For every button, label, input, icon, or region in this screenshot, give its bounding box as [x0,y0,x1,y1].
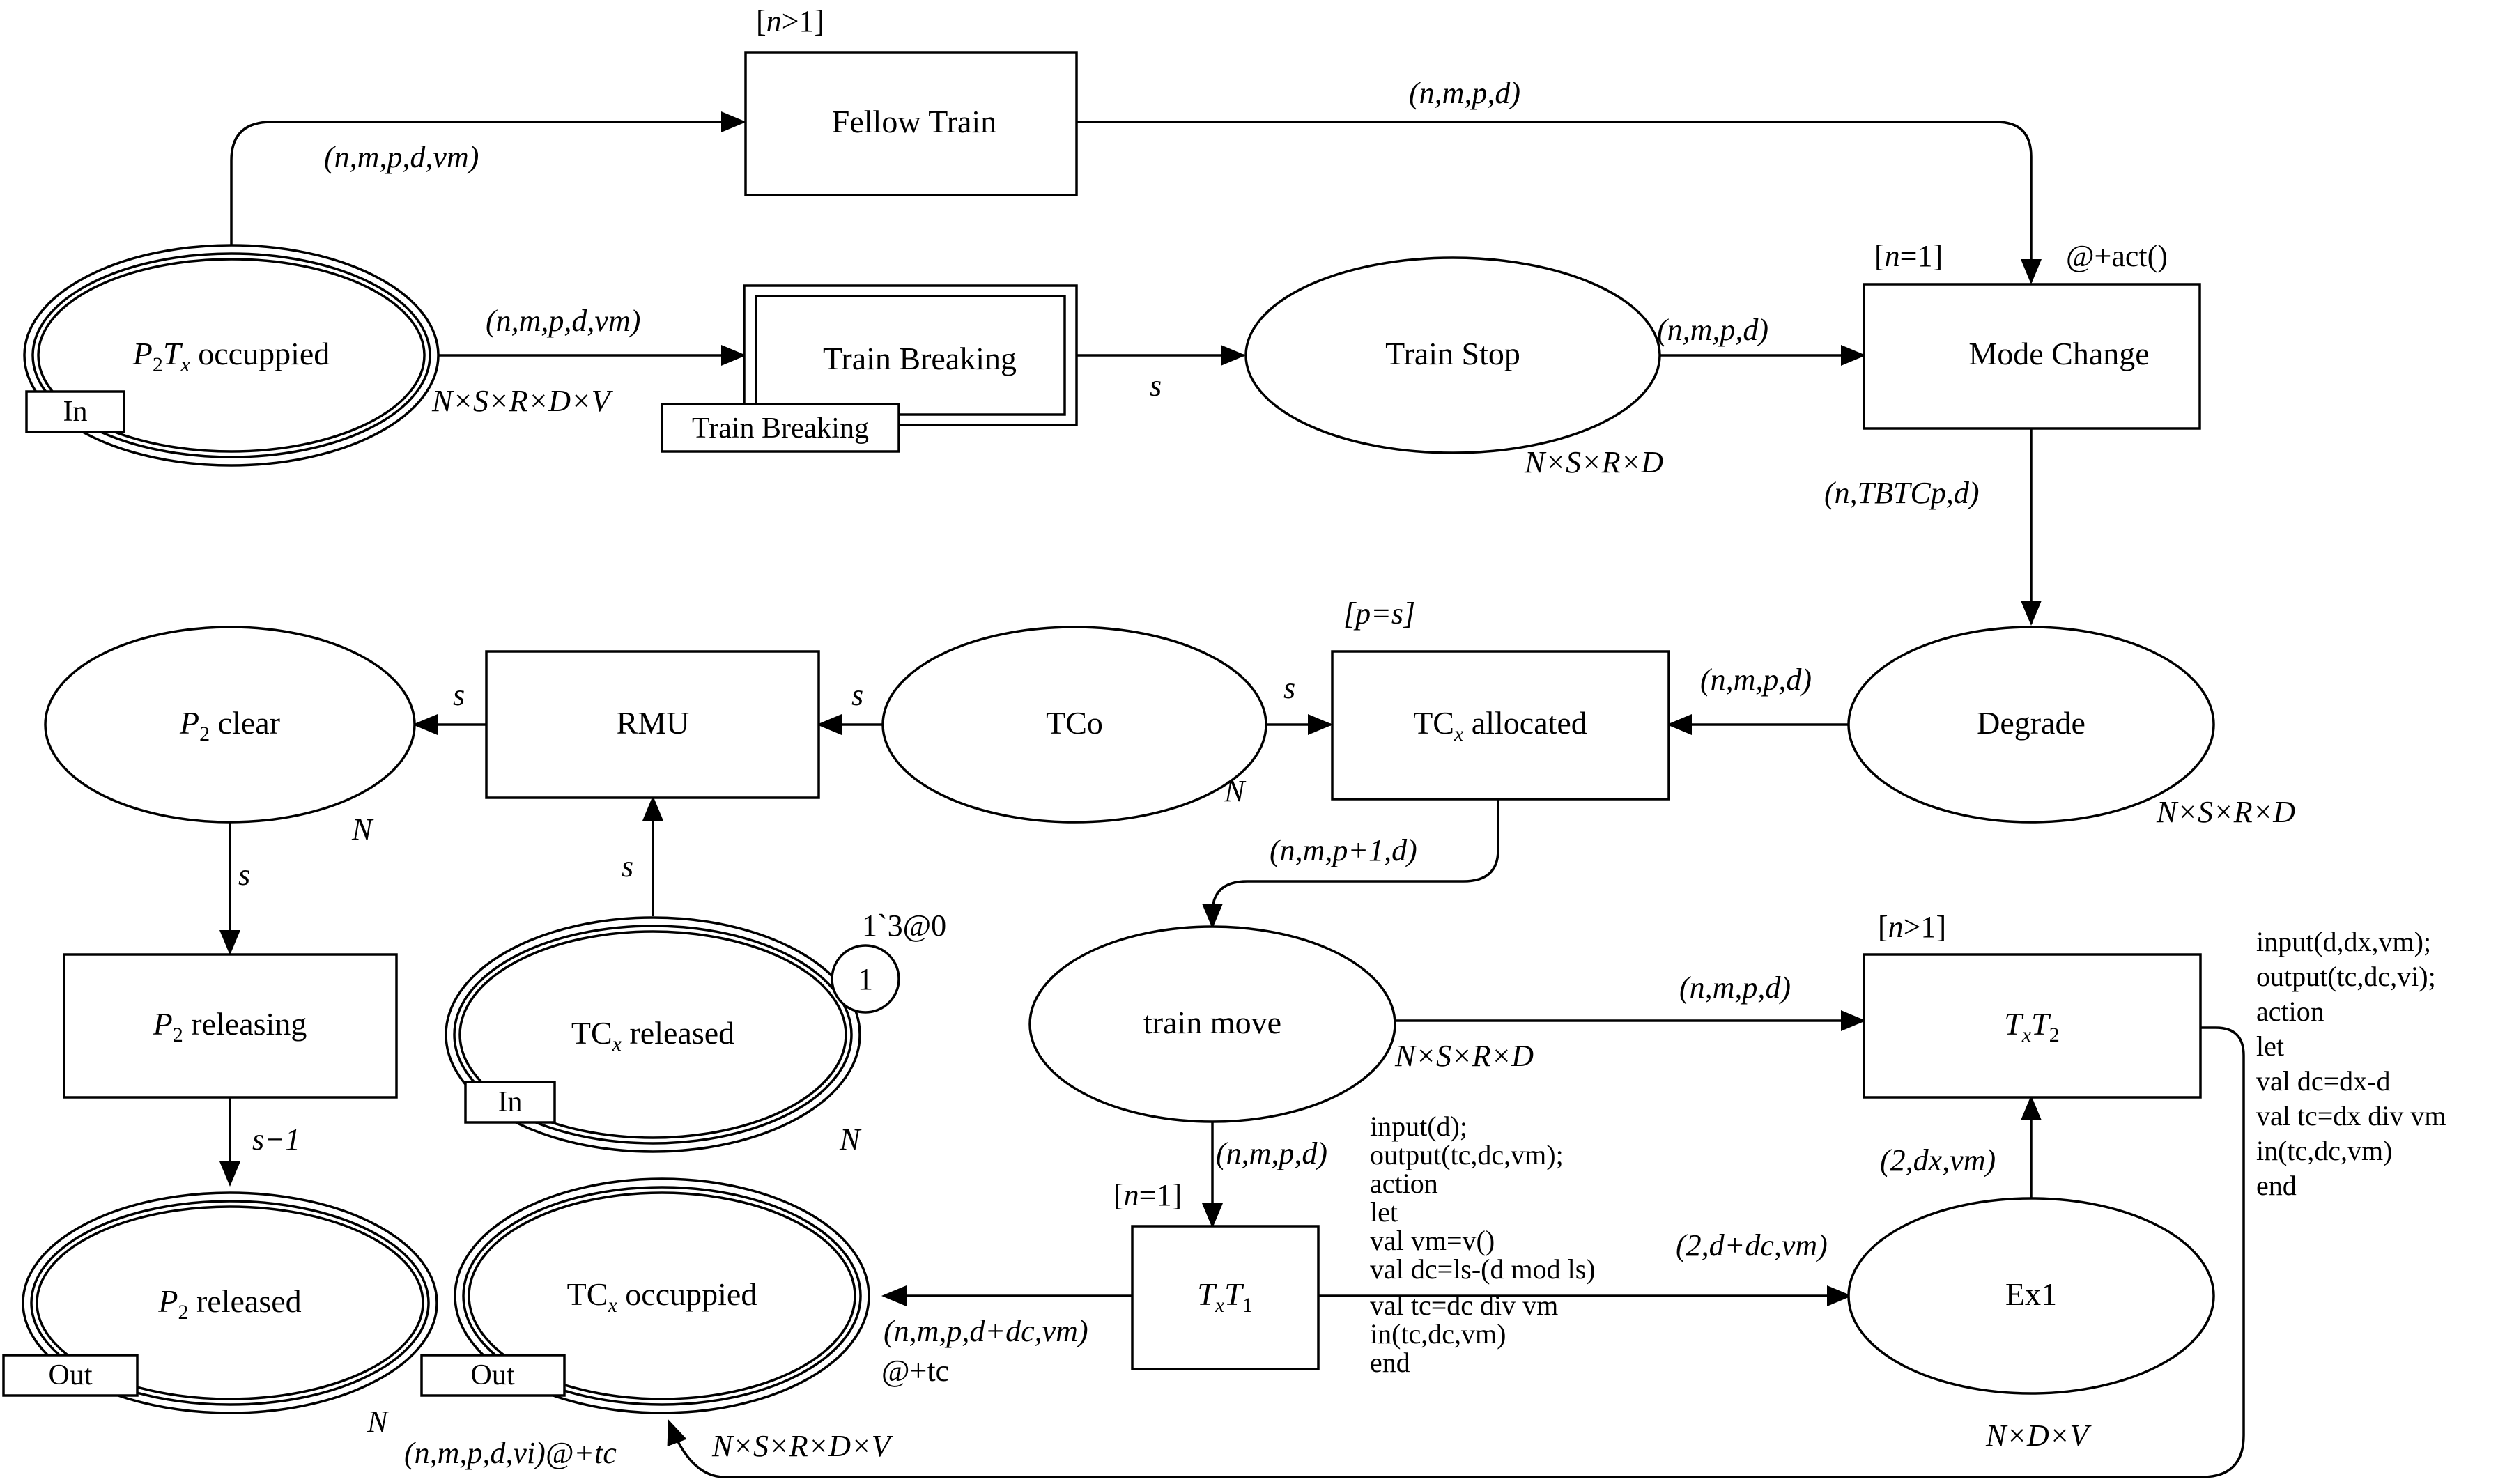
guard-label: [n=1] [1113,1178,1182,1212]
colset-label: N×S×R×D×V [431,384,614,418]
arc-label-degrade-to-allocated: (n,m,p,d) [1700,663,1812,697]
arc-label-ex1-to-txt2: (2,dx,vm) [1880,1143,1996,1177]
transition-fellow-train[interactable]: Fellow Train [n>1] [744,4,1078,196]
arc-label-move-to-txt1: (n,m,p,d) [1216,1136,1327,1170]
colset-label: N [839,1122,862,1157]
arc-label-move-to-txt2: (n,m,p,d) [1679,971,1791,1005]
place-p2-released[interactable]: P2 released Out N [2,1191,438,1439]
arc-label-fellow-to-mode: (n,m,p,d) [1409,76,1520,110]
arc-label-txt1-to-ex1: (2,d+dc,vm) [1676,1228,1828,1262]
arc-label-txt1-to-occupied: (n,m,p,d+dc,vm) [884,1314,1088,1348]
place-label: Degrade [1977,705,2085,741]
place-label: TCx released [571,1015,734,1056]
transition-p2-releasing[interactable]: P2 releasing [63,953,398,1099]
place-label: P2Tx occuppied [132,336,330,376]
transition-label: Train Breaking [823,341,1017,376]
arc-label-occupied-to-fellow: (n,m,p,d,vm) [324,140,479,174]
port-tag-label: Out [471,1359,515,1391]
arc-label-tco-to-rmu: s [851,678,863,712]
port-tag-in [25,390,125,433]
initial-marking: 1`3@0 [862,909,946,943]
arc-fellow-to-mode [1077,121,2042,284]
arc-label-stop-to-mode: (n,m,p,d) [1657,313,1768,347]
token-count-circle [831,944,900,1014]
transition-label: TxT2 [2004,1006,2060,1046]
place-degrade[interactable]: Degrade N×S×R×D [1847,626,2295,829]
arcs [219,111,2245,1478]
arc-label-txt1-to-occupied-time: @+tc [881,1354,949,1388]
port-tag-label: In [498,1086,523,1118]
transition-label: Fellow Train [832,104,996,139]
arc-allocated-to-move [1202,799,1499,929]
arc-label-released-to-rmu: s [622,849,633,883]
arc-label-mode-to-degrade: (n,TBTCp,d) [1824,476,1979,510]
transition-tcx-allocated[interactable]: TCx allocated [p=s] [1331,596,1670,801]
arc-inscriptions: (n,m,p,d,vm) (n,m,p,d) (n,m,p,d,vm) s (n… [238,76,1996,1470]
place-ex1[interactable]: Ex1 N×D×V [1847,1197,2215,1453]
place-p2-clear[interactable]: P2 clear N [44,626,416,847]
arc-label-releasing-to-released: s−1 [252,1122,300,1157]
transition-mode-change[interactable]: Mode Change [n=1] @+act() [1863,239,2201,430]
arc-occupied-to-fellow [230,111,746,247]
place-label: Train Stop [1385,336,1520,371]
place-train-stop[interactable]: Train Stop N×S×R×D [1244,256,1663,479]
transition-txt1[interactable]: TxT1 [n=1] input(d); output(tc,dc,vm); a… [1113,1111,1603,1378]
place-tcx-occupied[interactable]: TCx occuppied Out N×S×R×D×V [420,1177,894,1463]
place-label: TCx occuppied [567,1276,757,1317]
place-label: P2 released [157,1283,301,1324]
arc-label-allocated-to-move: (n,m,p+1,d) [1270,833,1417,867]
port-tag-in [464,1081,556,1124]
colset-label: N×S×R×D [2156,795,2295,829]
transition-rmu[interactable]: RMU [485,650,820,799]
guard-label: [n>1] [756,4,824,38]
arc-label-occupied-to-breaking: (n,m,p,d,vm) [486,304,640,338]
transition-txt2[interactable]: TxT2 [n>1] input(d,dx,vm); output(tc,dc,… [1863,910,2453,1201]
guard-label: [n>1] [1878,910,1946,944]
colset-label: N [367,1405,390,1439]
port-tag-label: In [63,396,88,428]
code-segment: input(d,dx,vm); output(tc,dc,vi); action… [2256,926,2453,1201]
port-tag-out [420,1354,566,1397]
arc-label-txt2-to-occupied: (n,m,p,d,vi)@+tc [404,1436,617,1470]
arc-label-tco-to-allocated: s [1283,671,1295,705]
transition-label: TxT1 [1197,1276,1253,1317]
transition-label: RMU [617,705,690,741]
subpage-tag [661,403,900,453]
arc-txt2-to-occupied [667,1026,2245,1478]
place-tcx-released[interactable]: TCx released In 1 1`3@0 N [445,909,946,1157]
subpage-tag-label: Train Breaking [692,412,869,445]
port-tag-label: Out [49,1359,93,1391]
colset-label: N [1224,774,1247,808]
colset-label: N×S×R×D×V [711,1429,894,1463]
guard-label: [p=s] [1343,596,1415,631]
place-label: TCo [1046,705,1103,741]
place-tco[interactable]: TCo N [881,626,1267,824]
colset-label: N×S×R×D [1524,445,1663,479]
place-label: train move [1143,1005,1281,1040]
transition-label: P2 releasing [153,1006,307,1046]
colset-label: N [351,812,374,847]
guard-label: [n=1] [1874,239,1943,273]
transition-train-breaking[interactable]: Train Breaking Train Breaking [661,284,1078,453]
arc-label-breaking-to-stop: s [1150,369,1162,403]
transition-label: TCx allocated [1413,705,1587,745]
colset-label: N×D×V [1985,1419,2092,1453]
time-inscription: @+act() [2066,239,2168,273]
place-label: Ex1 [2005,1276,2057,1312]
arc-label-rmu-to-clear: s [453,678,465,712]
place-label: P2 clear [179,705,280,745]
code-segment: input(d); output(tc,dc,vm); action let v… [1370,1111,1603,1378]
colset-label: N×S×R×D [1394,1039,1534,1073]
token-count: 1 [858,962,873,996]
place-p2tx-occupied[interactable]: P2Tx occuppied In N×S×R×D×V [23,244,614,467]
port-tag-out [2,1354,139,1397]
transition-label: Mode Change [1968,336,2149,371]
place-train-move[interactable]: train move N×S×R×D [1028,925,1534,1123]
arc-label-clear-to-releasing: s [238,858,250,892]
